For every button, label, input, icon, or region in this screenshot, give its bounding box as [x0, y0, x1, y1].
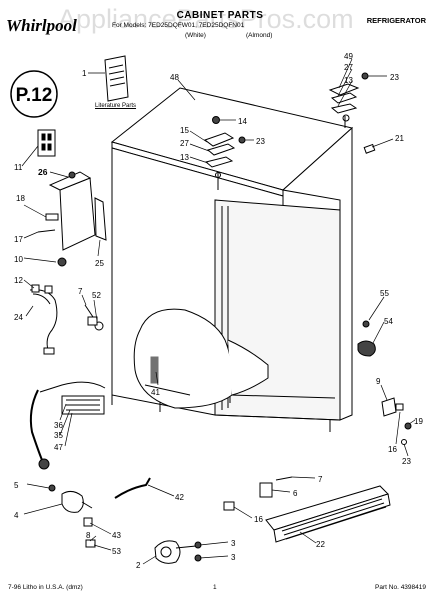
callout-48: 48	[170, 73, 179, 82]
callout-9: 9	[376, 377, 381, 386]
callout-13: 13	[180, 153, 189, 162]
callout-16: 16	[388, 445, 397, 454]
callout-41: 41	[151, 388, 160, 397]
callout-23: 23	[256, 137, 265, 146]
callout-numbers: 1 48 49 27 13 23 14 15 27 23 13 21 11 26…	[14, 52, 423, 570]
right-lower-bracket	[381, 397, 412, 445]
page-badge: P.12	[10, 70, 58, 118]
callout-53: 53	[112, 547, 121, 556]
caster-assembly	[154, 540, 202, 564]
category-label: REFRIGERATOR	[366, 16, 426, 25]
callout-12: 12	[14, 276, 23, 285]
svg-text:P.12: P.12	[16, 85, 53, 106]
terminal-block-part	[37, 129, 56, 157]
leveling-bracket	[223, 476, 293, 511]
callout-23: 23	[402, 457, 411, 466]
callout-19: 19	[414, 417, 423, 426]
upper-right-hinge	[328, 72, 369, 128]
callout-4: 4	[14, 511, 19, 520]
callout-7: 7	[318, 475, 323, 484]
literature-parts-label: Literature Parts	[95, 103, 137, 109]
wire-harness	[29, 284, 58, 355]
callout-21: 21	[395, 134, 404, 143]
watermark-text: AppliancePartsPros.com	[58, 4, 354, 34]
callout-15: 15	[180, 126, 189, 135]
callout-13: 13	[344, 76, 353, 85]
clip-part	[363, 143, 376, 154]
callout-1: 1	[82, 69, 87, 78]
callout-55: 55	[380, 289, 389, 298]
callout-17: 17	[14, 235, 23, 244]
literature-booklet-part	[104, 55, 129, 102]
callout-26: 26	[38, 167, 48, 177]
page-title: CABINET PARTS	[176, 10, 264, 21]
callout-3: 3	[231, 539, 236, 548]
part-number: Part No. 4398419	[375, 584, 426, 591]
callout-16: 16	[254, 515, 263, 524]
variant-white: (White)	[185, 32, 206, 39]
callout-7: 7	[78, 287, 83, 296]
callout-36: 36	[54, 421, 63, 430]
callout-27: 27	[344, 63, 353, 72]
callout-5: 5	[14, 481, 19, 490]
model-numbers: For Models: 7ED25DQFW01, 7ED25DQFN01	[112, 22, 245, 29]
cabinet-shell	[110, 87, 354, 432]
callout-11: 11	[14, 163, 23, 172]
callout-8: 8	[86, 531, 91, 540]
screw-and-clip	[84, 304, 104, 331]
callout-43: 43	[112, 531, 121, 540]
brand-logo: Whirlpool	[6, 16, 77, 35]
center-hinge	[203, 116, 246, 190]
drain-tube	[114, 477, 151, 499]
callout-23: 23	[390, 73, 399, 82]
callout-35: 35	[54, 431, 63, 440]
print-info: 7-96 Litho in U.S.A. (dmz)	[8, 584, 83, 591]
page-number: 1	[213, 584, 217, 591]
callout-24: 24	[14, 313, 23, 322]
callout-6: 6	[293, 489, 298, 498]
callout-10: 10	[14, 255, 23, 264]
callout-42: 42	[175, 493, 184, 502]
callout-27: 27	[180, 139, 189, 148]
heater-wire	[29, 381, 106, 470]
callout-52: 52	[92, 291, 101, 300]
leveling-foot	[357, 320, 376, 357]
callout-18: 18	[16, 194, 25, 203]
callout-14: 14	[238, 117, 247, 126]
lower-left-parts	[48, 484, 96, 548]
callout-3: 3	[231, 553, 236, 562]
callout-47: 47	[54, 443, 63, 452]
control-box-bracket	[37, 171, 107, 267]
base-grille	[265, 485, 391, 543]
callout-49: 49	[344, 52, 353, 61]
leader-lines	[21, 58, 416, 565]
callout-25: 25	[95, 259, 104, 268]
variant-almond: (Almond)	[246, 32, 273, 39]
callout-22: 22	[316, 540, 325, 549]
callout-2: 2	[136, 561, 141, 570]
callout-54: 54	[384, 317, 393, 326]
